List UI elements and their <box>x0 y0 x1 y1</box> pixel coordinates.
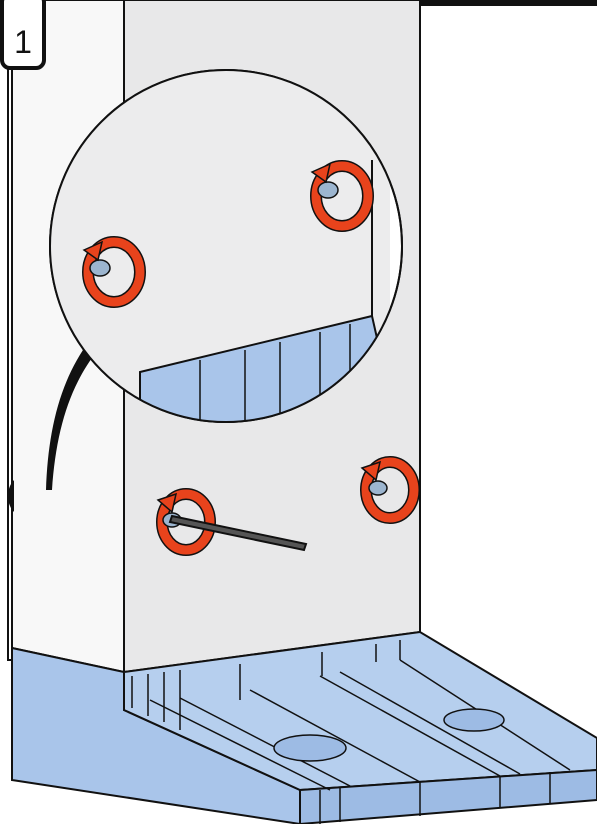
step-number-box: 1 <box>0 0 46 70</box>
screw-icon <box>369 481 387 495</box>
base-hole-left <box>274 735 346 761</box>
base-hole-right <box>444 709 504 731</box>
screw-icon <box>318 182 338 198</box>
step-number: 1 <box>14 26 32 58</box>
screw-icon <box>90 260 110 276</box>
